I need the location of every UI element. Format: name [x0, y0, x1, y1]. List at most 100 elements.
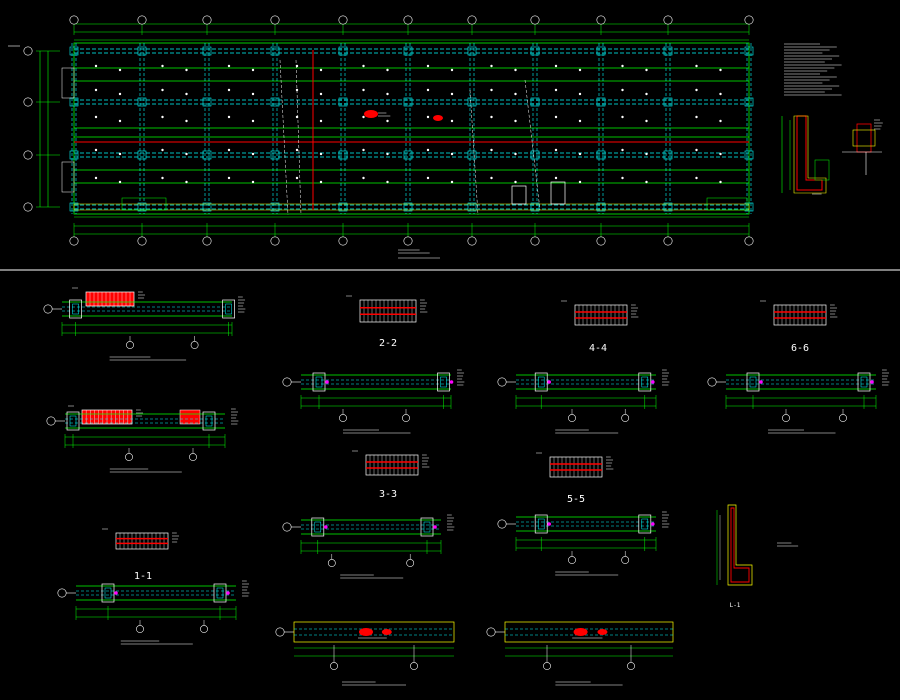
pile-mark	[161, 176, 164, 180]
grid-bubble-left	[23, 150, 33, 160]
pile-mark	[118, 180, 122, 184]
plan-dashed-line	[279, 59, 289, 216]
pile-mark	[362, 64, 365, 68]
section-column	[225, 303, 232, 315]
plan-column-pier	[338, 150, 348, 160]
pile-mark	[578, 152, 582, 156]
pile-mark	[621, 64, 624, 68]
section-column	[749, 376, 757, 388]
pile-mark	[554, 64, 558, 68]
section-grid-bubble	[497, 519, 507, 529]
pile-mark	[94, 115, 98, 119]
pile-mark	[227, 115, 231, 119]
grid-bubble-top	[596, 15, 606, 25]
grid-bubble-top	[663, 15, 673, 25]
section-sub-bubble	[339, 414, 347, 422]
pile-mark	[719, 180, 722, 184]
pile-mark	[450, 68, 454, 72]
section-title-5-5: 5-5	[567, 494, 585, 505]
plan-column-pier	[744, 97, 754, 107]
section-sub-bubble	[410, 662, 418, 670]
plan-red-highlight	[364, 110, 378, 118]
pile-mark	[490, 115, 493, 119]
grid-bubble-bottom	[744, 236, 754, 246]
section-support	[638, 372, 652, 392]
section-sub-bubble	[568, 556, 576, 564]
plan-column-pier	[663, 46, 673, 56]
grid-bubble-top	[467, 15, 477, 25]
plan-column-pier	[403, 97, 413, 107]
section-support	[101, 583, 115, 603]
grid-bubble-top	[270, 15, 280, 25]
pile-mark	[118, 68, 122, 72]
grid-bubble-bottom	[467, 236, 477, 246]
plan-opening	[550, 181, 566, 205]
section-column	[315, 376, 323, 388]
grid-bubble-bottom	[338, 236, 348, 246]
pile-mark	[695, 64, 698, 68]
rebar-section-5-5	[549, 456, 603, 478]
plan-column-pier	[270, 97, 280, 107]
pile-mark	[185, 119, 188, 123]
plan-trench	[121, 197, 167, 211]
section-support	[746, 372, 760, 392]
wall-detail-red	[796, 115, 823, 191]
pile-mark	[295, 148, 299, 152]
section-support	[213, 583, 227, 603]
section-support	[437, 372, 450, 392]
plan-column-pier	[202, 202, 212, 212]
plan-stair	[61, 161, 75, 193]
pile-mark	[514, 119, 517, 123]
section-magenta-mark	[325, 380, 329, 384]
pile-mark	[227, 176, 231, 180]
section-support	[69, 299, 82, 319]
pile-mark	[94, 64, 98, 68]
plan-column-pier	[270, 46, 280, 56]
section-column	[314, 521, 322, 533]
plan-dashed-line	[524, 79, 541, 211]
section-magenta-mark	[449, 380, 454, 384]
pile-mark	[161, 64, 164, 68]
pile-mark	[118, 92, 122, 96]
pile-mark	[645, 68, 648, 72]
pile-mark	[185, 92, 188, 96]
grid-bubble-top	[202, 15, 212, 25]
plan-column-pier	[530, 97, 540, 107]
pile-mark	[554, 148, 558, 152]
pile-mark	[251, 92, 255, 96]
grid-bubble-left	[23, 97, 33, 107]
pile-mark	[450, 180, 454, 184]
section-support	[857, 372, 871, 392]
pile-mark	[514, 92, 517, 96]
plan-column-pier	[202, 150, 212, 160]
section-support	[534, 514, 548, 534]
plan-column-pier	[69, 150, 79, 160]
section-column	[537, 518, 545, 530]
l1-wall-red	[730, 507, 750, 583]
grid-bubble-top	[137, 15, 147, 25]
pile-mark	[450, 152, 454, 156]
pile-mark	[695, 176, 698, 180]
section-magenta-mark	[651, 522, 655, 526]
section-column	[72, 303, 79, 315]
section-sub-bubble	[621, 414, 630, 422]
section-support	[312, 372, 326, 392]
section-sub-bubble	[327, 559, 336, 567]
section-sub-bubble	[190, 341, 199, 349]
grid-bubble-bottom	[270, 236, 280, 246]
plan-column-pier	[270, 150, 280, 160]
section-support	[202, 411, 216, 431]
pile-mark	[185, 152, 188, 156]
section-title-4-4: 4-4	[589, 343, 607, 354]
section-red-highlight	[573, 628, 588, 636]
plan-column-pier	[596, 97, 606, 107]
pile-mark	[578, 180, 582, 184]
section-column	[641, 518, 649, 530]
plan-column-pier	[663, 150, 673, 160]
pile-mark	[319, 92, 323, 96]
section-sub-bubble	[782, 414, 790, 422]
pile-mark	[227, 88, 231, 92]
plan-column-pier	[530, 46, 540, 56]
pile-mark	[554, 115, 558, 119]
